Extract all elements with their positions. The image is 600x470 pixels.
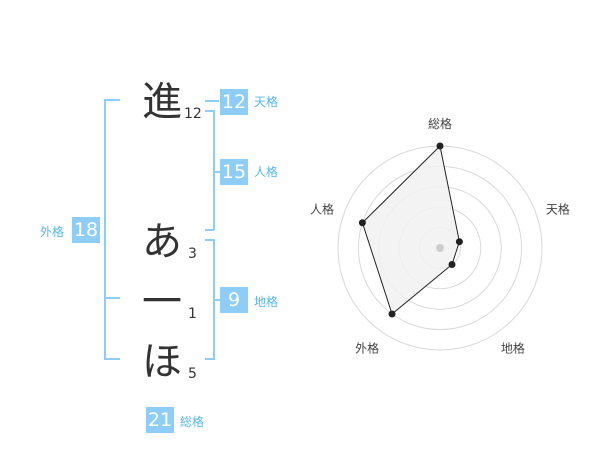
gaikaku-bracket-side [104,99,106,360]
radar-axis-label: 地格 [501,340,525,355]
chikaku-bracket-bottom [205,358,214,360]
tenkaku-value: 12 [220,89,248,115]
chikaku-bracket-top [205,239,214,241]
chikaku-value: 9 [220,287,248,313]
gaikaku-bracket-mid [104,297,120,299]
chikaku-connector [214,299,220,301]
gaikaku-bracket-bottom [104,358,120,360]
stroke-count-4: 5 [188,366,197,382]
jinkaku-value: 15 [220,159,248,185]
radar-polygon [361,144,460,315]
jinkaku-bracket-side [213,110,215,230]
jinkaku-connector [214,171,220,173]
radar-point-地格 [448,261,456,269]
radar-axis-label: 人格 [310,202,334,217]
radar-point-天格 [455,238,463,246]
radar-axis-label: 外格 [355,340,379,355]
name-char-2: あ [142,219,182,265]
radar-point-外格 [388,310,396,318]
stroke-count-3: 1 [188,306,197,322]
radar-axis-label: 天格 [546,202,570,217]
radar-point-総格 [436,142,444,150]
jinkaku-bracket-bottom [205,229,214,231]
stroke-count-1: 12 [184,106,202,122]
name-char-1: 進 [142,79,182,125]
chikaku-label: 地格 [254,295,279,309]
jinkaku-bracket-top [205,110,214,112]
radar-axis-label: 総格 [428,116,452,131]
jinkaku-label: 人格 [254,165,279,179]
gaikaku-bracket-top [104,99,120,101]
stroke-count-2: 3 [188,246,197,262]
radar-point-人格 [358,219,366,227]
soukaku-value: 21 [146,407,174,433]
name-char-3: 一 [142,279,182,325]
tenkaku-label: 天格 [254,95,279,109]
soukaku-label: 総格 [180,415,205,429]
name-char-4: ほ [142,339,182,385]
tenkaku-bracket [205,100,219,102]
gaikaku-label: 外格 [40,225,65,239]
radar-center-dot [436,244,444,252]
gaikaku-value: 18 [72,217,100,243]
